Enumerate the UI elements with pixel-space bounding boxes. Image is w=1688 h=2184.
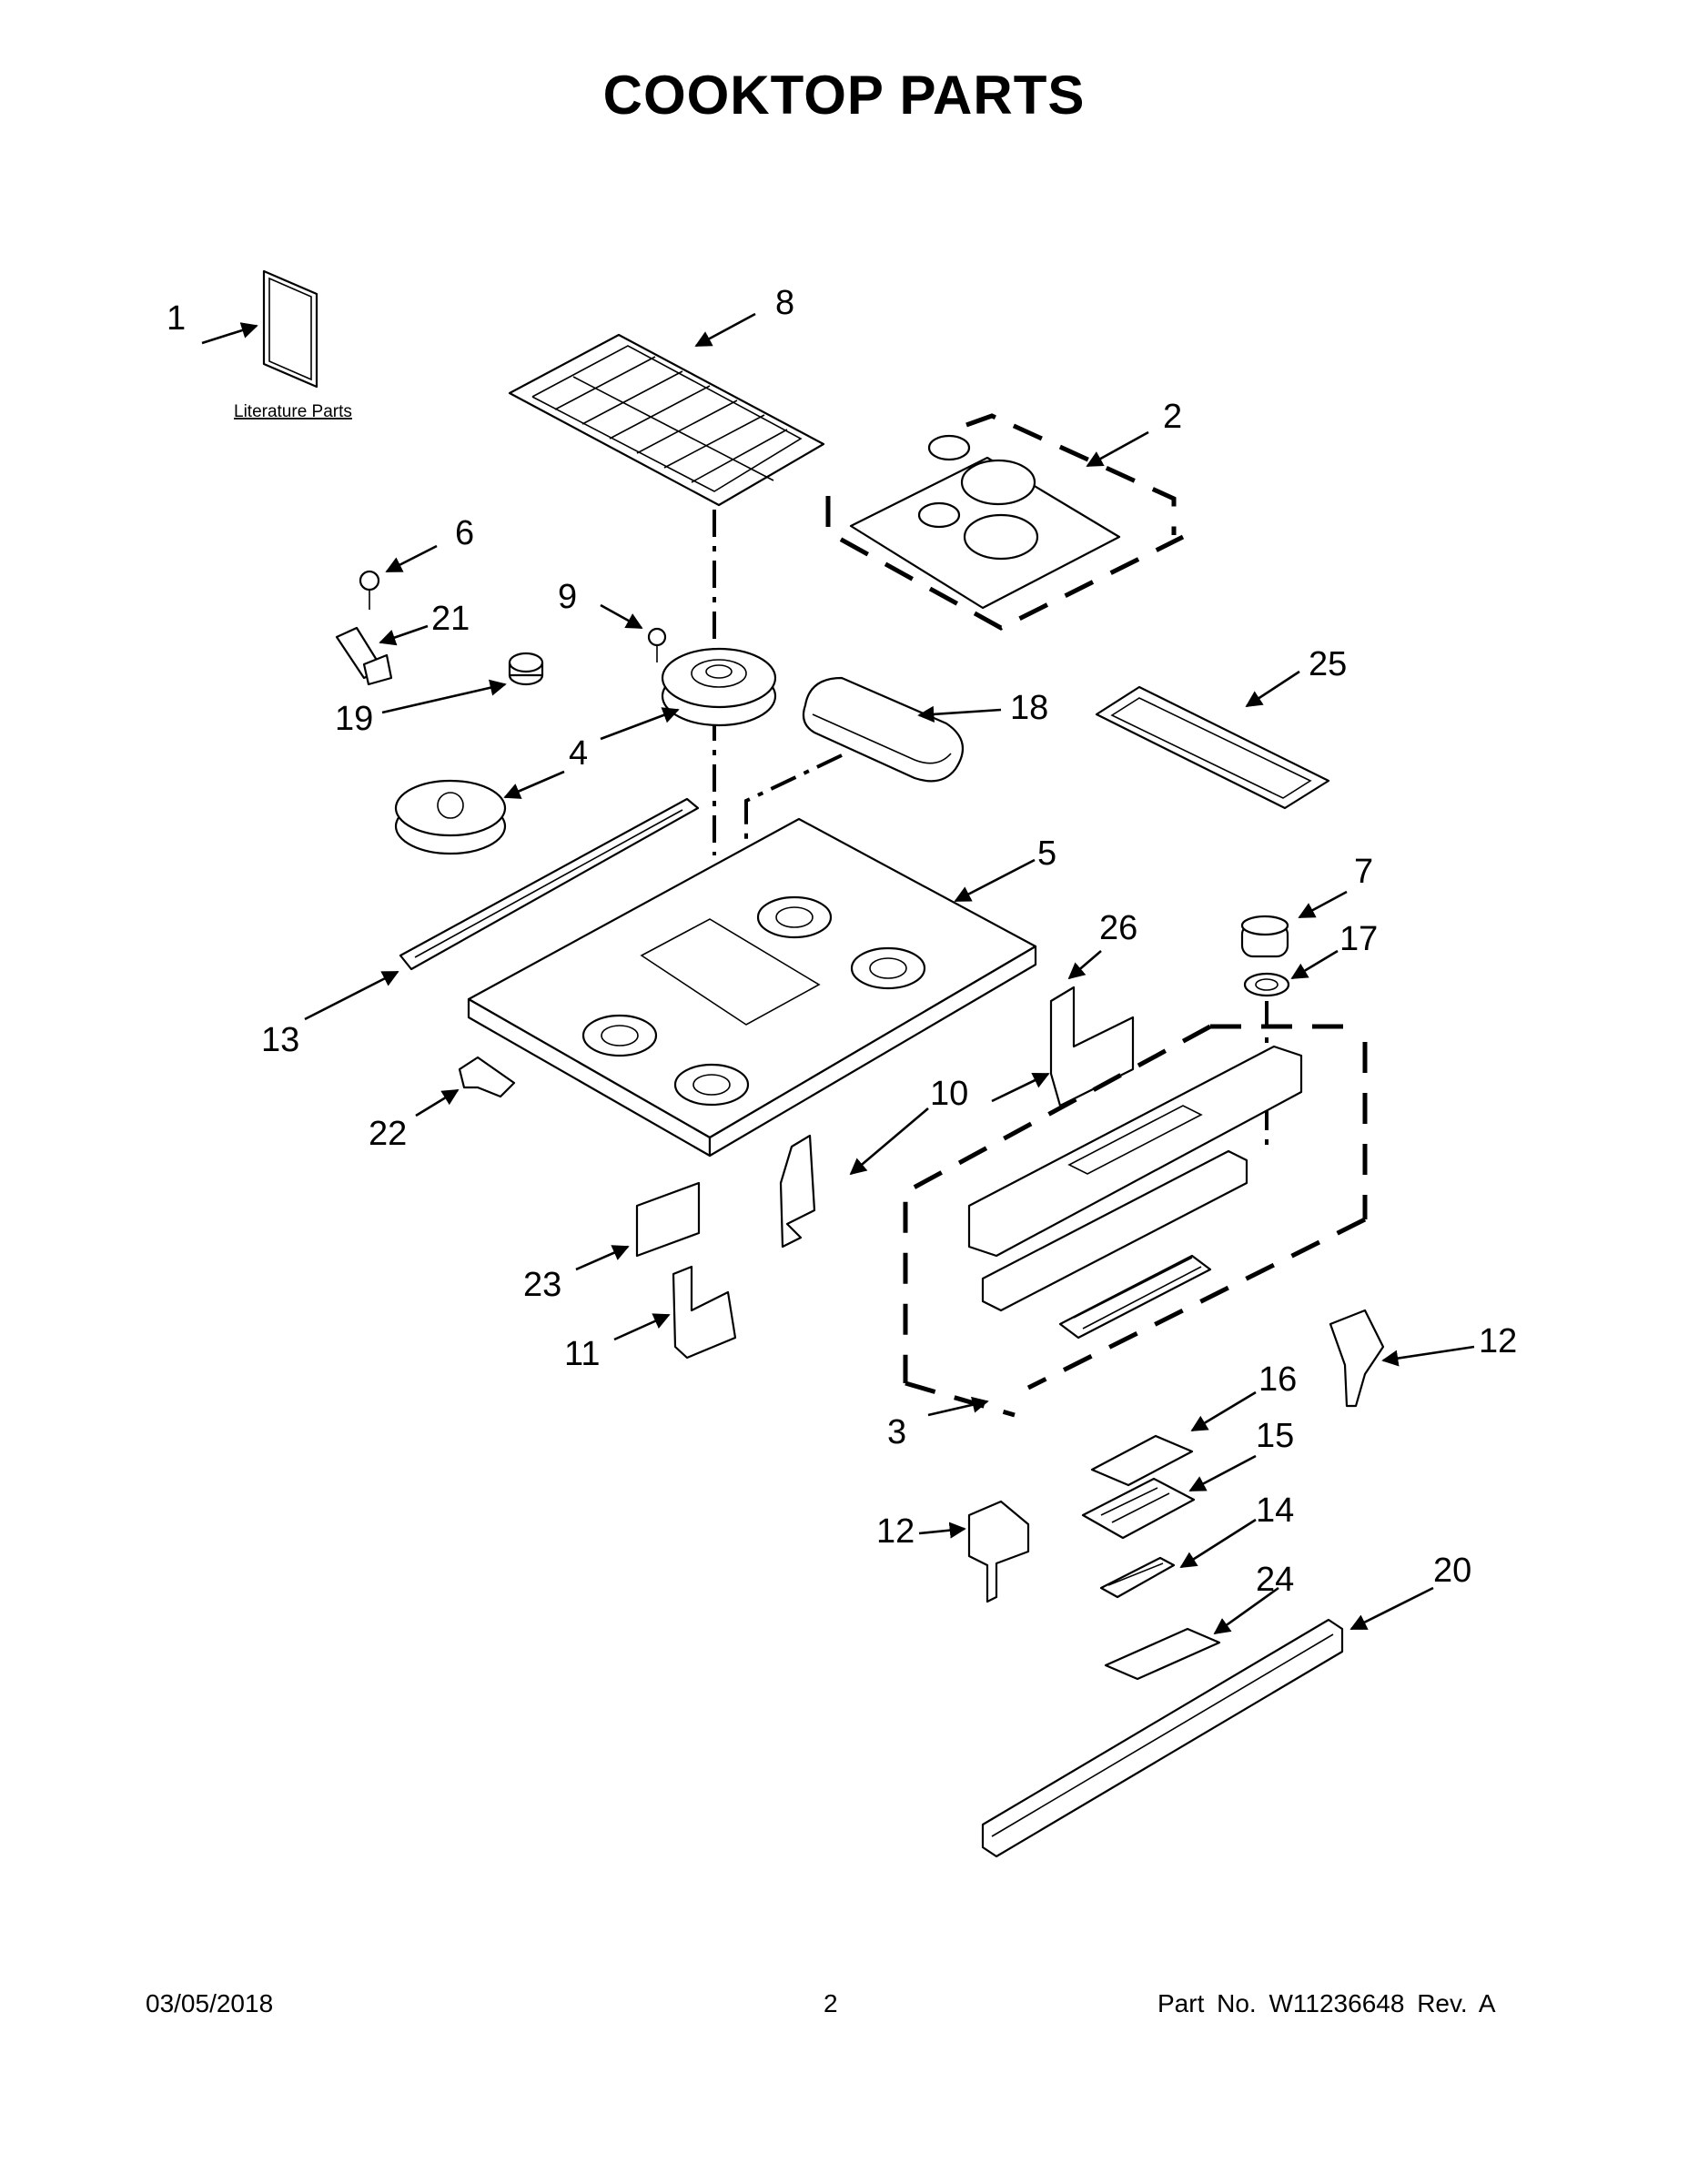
callout-17: 17 (1339, 920, 1378, 958)
part-2-glass-cooktop: 2 (825, 398, 1185, 631)
part-12-switch-right: 12 (1329, 1309, 1517, 1408)
callout-18: 18 (1010, 689, 1048, 727)
part-3-control-panel: 3 (887, 1024, 1368, 1451)
callout-21: 21 (431, 600, 470, 638)
callout-20: 20 (1433, 1552, 1471, 1590)
footer-page-number: 2 (824, 1989, 838, 2017)
part-15-display: 15 (1081, 1417, 1294, 1540)
part-12-switch-left: 12 (876, 1500, 1030, 1603)
callout-11: 11 (564, 1335, 600, 1373)
griddle-centerline (744, 753, 843, 992)
callout-7: 7 (1354, 853, 1373, 891)
part-5-cooktop: 5 (467, 817, 1056, 1158)
part-13-trim: 13 (261, 797, 700, 1059)
part-16-lens: 16 (1090, 1360, 1297, 1487)
part-22-bracket: 22 (369, 1056, 516, 1153)
part-8-grate: 8 (508, 284, 825, 507)
callout-4: 4 (569, 734, 588, 773)
footer-part-number: Part No. W11236648 Rev. A (1157, 1989, 1496, 2017)
part-4-burner-upper: 4 (569, 647, 777, 773)
part-10-bracket-right: 10 (930, 1072, 1050, 1113)
callout-12-right: 12 (1479, 1322, 1517, 1360)
callout-13: 13 (261, 1021, 299, 1059)
callout-8: 8 (775, 284, 794, 322)
callout-16: 16 (1258, 1360, 1297, 1399)
callout-10-right: 10 (930, 1075, 968, 1113)
callout-14: 14 (1256, 1491, 1294, 1530)
part-10-bracket-left (779, 1107, 929, 1249)
page-title: COOKTOP PARTS (602, 65, 1086, 126)
part-24-plate: 24 (1104, 1561, 1294, 1681)
callout-6: 6 (455, 514, 474, 552)
callout-23: 23 (523, 1266, 561, 1304)
part-20-trim: 20 (981, 1552, 1471, 1858)
part-14-board: 14 (1099, 1491, 1294, 1599)
callout-25: 25 (1309, 645, 1347, 683)
callout-19: 19 (335, 700, 373, 738)
callout-12-left: 12 (876, 1512, 915, 1551)
part-11-bracket: 11 (564, 1265, 737, 1373)
callout-15: 15 (1256, 1417, 1294, 1455)
part-1-literature: 1 Literature Parts (167, 269, 352, 421)
callout-26: 26 (1099, 909, 1137, 947)
part-21-bracket: 21 (335, 600, 470, 686)
callout-9: 9 (558, 578, 577, 616)
callout-2: 2 (1163, 398, 1182, 436)
callout-3: 3 (887, 1413, 906, 1451)
part-4-burner-lower (394, 770, 565, 855)
callout-1: 1 (167, 299, 186, 338)
part-19-cap: 19 (335, 652, 544, 738)
part-9-screw: 9 (558, 578, 667, 662)
part-23-shield: 23 (523, 1181, 701, 1304)
footer-date: 03/05/2018 (146, 1989, 274, 2017)
part-26-bracket: 26 (1049, 909, 1137, 1107)
callout-24: 24 (1256, 1561, 1294, 1599)
callout-5: 5 (1037, 834, 1056, 873)
part-25-griddle: 25 (1095, 645, 1347, 810)
callout-22: 22 (369, 1115, 407, 1153)
part-6-screw: 6 (359, 514, 474, 610)
part-18-griddle-cover: 18 (744, 676, 1048, 992)
literature-parts-label: Literature Parts (234, 402, 352, 421)
part-7-knob: 7 (1240, 853, 1373, 958)
